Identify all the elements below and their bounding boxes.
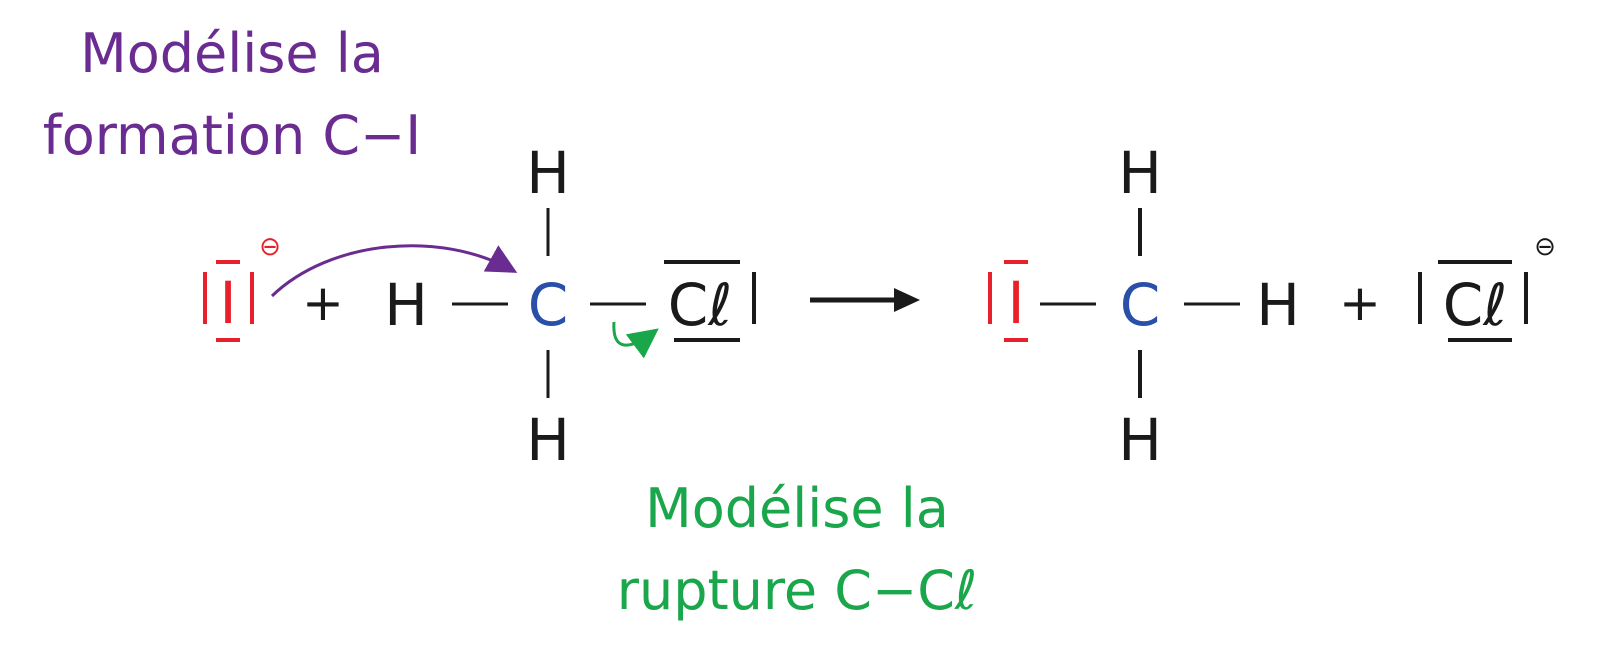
reactant-h-left: H	[384, 271, 428, 339]
product-h-right: H	[1256, 271, 1300, 339]
chloride-symbol: Cℓ	[1443, 271, 1507, 339]
product-h-top: H	[1118, 139, 1162, 207]
product-carbon: C	[1120, 271, 1161, 339]
formation-note-line1: Modélise la	[80, 22, 384, 85]
iodide-symbol: I	[219, 269, 236, 337]
reactant-h-top: H	[526, 139, 570, 207]
reactant-chlorine: Cℓ	[664, 260, 756, 342]
reactant-carbon: C	[528, 271, 569, 339]
reaction-arrow-head	[894, 288, 920, 312]
reactant-h-bottom: H	[526, 406, 570, 474]
product-h-bottom: H	[1118, 406, 1162, 474]
iodide-ion: I ⊖	[203, 232, 281, 342]
formation-note-line2: formation C−I	[43, 104, 421, 167]
product-iodine-symbol: I	[1007, 269, 1024, 337]
reactant-chlorine-symbol: Cℓ	[668, 271, 732, 339]
rupture-arrow	[612, 321, 659, 359]
rupture-note-line1: Modélise la	[645, 477, 949, 540]
formation-arrow	[270, 244, 518, 298]
product-plus-sign: +	[1339, 274, 1381, 332]
rupture-note-line2: rupture C−Cℓ	[617, 559, 977, 622]
product-iodine: I	[988, 260, 1028, 342]
chloride-charge: ⊖	[1534, 232, 1556, 262]
iodide-charge: ⊖	[259, 232, 281, 262]
chloride-ion: Cℓ ⊖	[1418, 232, 1556, 342]
reactant-plus-sign: +	[302, 274, 344, 332]
